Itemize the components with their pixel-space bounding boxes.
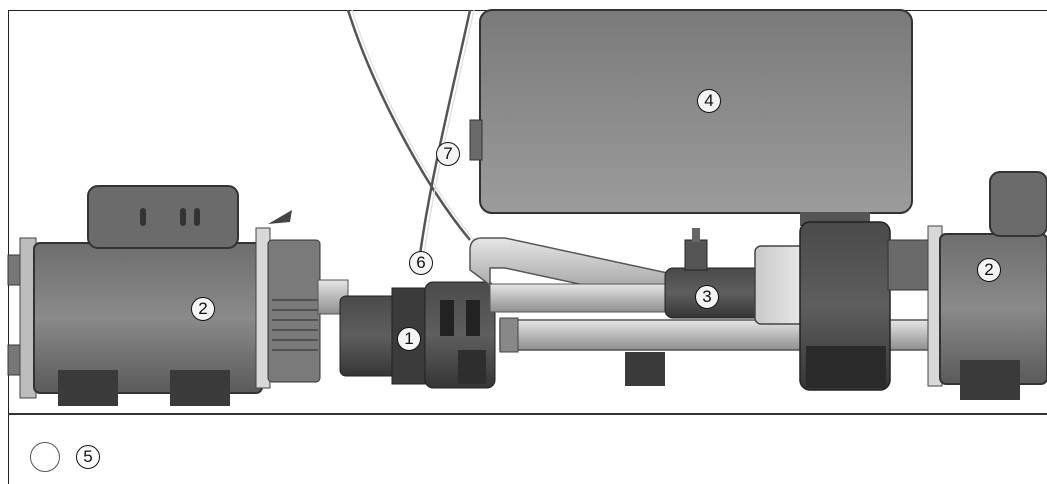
legend-circle-icon xyxy=(30,442,60,472)
callout-cable: 7 xyxy=(436,142,460,166)
spa-equipment-illustration xyxy=(7,9,1047,406)
callout-heater: 3 xyxy=(695,285,719,309)
heater xyxy=(664,221,891,391)
callout-motor-left: 2 xyxy=(191,297,215,321)
callout-pump: 1 xyxy=(397,327,421,351)
legend-callout: 5 xyxy=(76,445,100,469)
control-box xyxy=(469,9,913,226)
callout-control-box: 4 xyxy=(697,89,721,113)
left-motor xyxy=(7,185,321,406)
legend-divider xyxy=(8,413,1047,415)
pump xyxy=(339,281,496,389)
sensor-cables xyxy=(346,9,475,256)
callout-sensor: 6 xyxy=(409,251,433,275)
callout-motor-right: 2 xyxy=(977,258,1001,282)
right-motor xyxy=(887,171,1047,400)
